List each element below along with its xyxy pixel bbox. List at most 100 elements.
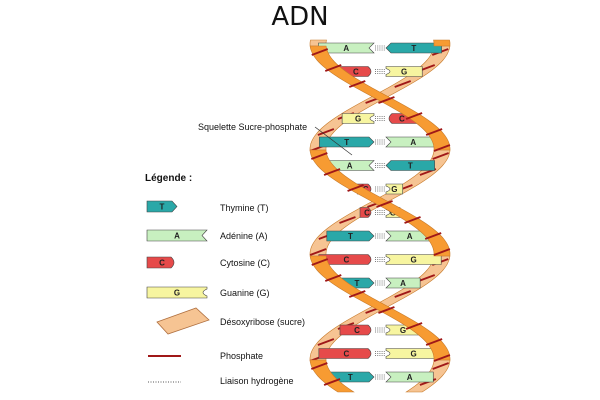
phosphate-mark — [405, 322, 423, 330]
adenine-base-letter: A — [407, 373, 413, 382]
adenine-base-letter: A — [343, 44, 349, 53]
phosphate-mark — [324, 64, 342, 72]
adenine-base-letter: A — [407, 232, 413, 241]
sugar-phosphate-backbone-front — [309, 39, 451, 393]
thymine-base-letter: T — [348, 232, 353, 241]
phosphate-mark — [433, 144, 451, 152]
phosphate-mark — [433, 248, 451, 256]
base-pairs: ATCGGCTAATCGCGTACGTACGCGTA — [318, 42, 442, 383]
thymine-base — [385, 160, 435, 171]
legend-label-phosphate: Phosphate — [220, 351, 264, 361]
phosphate-mark — [418, 274, 436, 282]
legend-label-hbond: Liaison hydrogène — [220, 376, 294, 386]
phosphate-mark — [404, 216, 421, 224]
guanine-base-letter: G — [410, 256, 416, 265]
thymine-base-letter: T — [348, 373, 353, 382]
guanine-base-letter: G — [410, 350, 416, 359]
callout-label: Squelette Sucre-phosphate — [198, 122, 308, 132]
guanine-base — [385, 183, 404, 195]
phosphate-mark — [311, 48, 329, 56]
guanine-base-letter: G — [401, 68, 407, 77]
phosphate-mark — [425, 128, 443, 136]
phosphate-mark — [378, 96, 395, 104]
legend-label-adenine: Adénine (A) — [220, 231, 268, 241]
phosphate-mark — [378, 306, 395, 314]
cytosine-base — [318, 348, 372, 359]
phosphate-mark — [376, 200, 393, 208]
callout-line — [314, 126, 353, 156]
strand-a-segment — [433, 39, 451, 47]
cytosine-base-letter: C — [344, 256, 350, 265]
strand-b-segment — [309, 45, 451, 151]
legend-label-thymine: Thymine (T) — [220, 203, 269, 213]
phosphate-mark — [405, 112, 423, 120]
thymine-base — [319, 136, 375, 148]
strand-b-segment — [309, 255, 451, 361]
thymine-base-letter: T — [344, 138, 349, 147]
phosphate-mark — [317, 338, 335, 346]
adenine-base — [385, 277, 421, 289]
adenine-base-letter: A — [410, 138, 416, 147]
thymine-base — [146, 200, 178, 213]
phosphate-mark — [339, 216, 356, 224]
thymine-base-letter: T — [160, 203, 165, 212]
legend-label-sugar: Désoxyribose (sucre) — [220, 317, 306, 327]
guanine-base-letter: G — [355, 115, 361, 124]
cytosine-base — [146, 256, 175, 269]
phosphate-mark — [310, 152, 328, 160]
legend-label-guanine: Guanine (G) — [220, 288, 270, 298]
strand-a-segment — [309, 359, 355, 393]
phosphate-mark — [311, 258, 329, 266]
cytosine-base-letter: C — [344, 350, 350, 359]
sugar-legend-icon — [156, 307, 210, 335]
phosphate-mark — [347, 184, 364, 192]
phosphate-mark — [394, 80, 412, 88]
legend-label-cytosine: Cytosine (C) — [220, 258, 271, 268]
thymine-base-letter: T — [411, 44, 416, 53]
phosphate-mark — [317, 128, 335, 136]
adenine-base — [385, 371, 434, 383]
phosphate-mark — [309, 248, 327, 256]
guanine-base-letter: G — [174, 289, 180, 298]
adenine-base-letter: A — [400, 279, 406, 288]
guanine-base — [385, 348, 442, 359]
guanine-base-letter: G — [400, 326, 406, 335]
cytosine-base — [359, 207, 372, 218]
phosphate-mark — [310, 362, 328, 370]
phosphate-mark — [432, 152, 450, 160]
phosphate-mark — [432, 362, 450, 370]
thymine-base — [385, 42, 442, 54]
thymine-base — [326, 230, 375, 242]
guanine-base — [385, 254, 442, 265]
phosphate-mark — [323, 378, 341, 386]
phosphate-mark — [424, 232, 442, 240]
cytosine-base-letter: C — [364, 209, 370, 218]
guanine-base-letter: G — [391, 185, 397, 194]
phosphate-mark — [348, 80, 366, 88]
phosphate-mark — [425, 338, 443, 346]
cytosine-base-letter: C — [399, 115, 405, 124]
guanine-base — [341, 113, 375, 124]
legend-heading: Légende : — [145, 173, 193, 184]
page-title: ADN — [271, 2, 329, 32]
adenine-base-letter: A — [347, 162, 353, 171]
thymine-base-letter: T — [354, 279, 359, 288]
cytosine-base — [318, 254, 372, 265]
cytosine-base-letter: C — [159, 259, 165, 268]
cytosine-base — [339, 324, 372, 336]
strand-a-segment — [309, 149, 451, 257]
phosphate-mark — [348, 290, 366, 298]
guanine-base — [146, 286, 208, 299]
cytosine-base-letter: C — [354, 326, 360, 335]
